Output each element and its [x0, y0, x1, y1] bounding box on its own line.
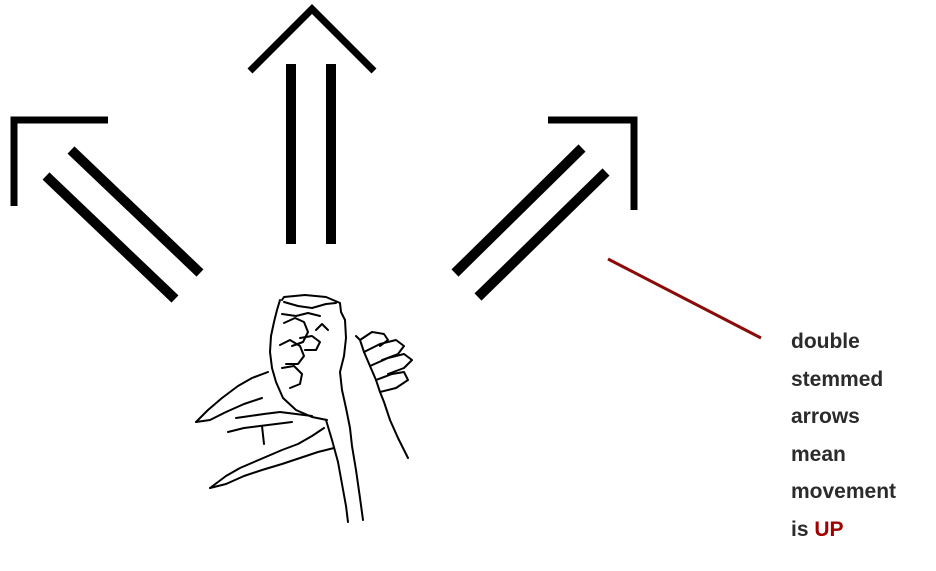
double-stemmed-arrow-up-icon: [250, 9, 374, 244]
caption-line-6: is UP: [791, 511, 936, 549]
caption-line-1: double: [791, 323, 936, 361]
caption-line-4: mean: [791, 436, 936, 474]
caption-highlight-up: UP: [814, 518, 843, 541]
caption-line-5: movement: [791, 473, 936, 511]
caption-line-3: arrows: [791, 398, 936, 436]
pointer-line: [608, 259, 761, 338]
double-stemmed-arrow-up-right-icon: [455, 120, 634, 297]
double-stemmed-arrow-up-left-icon: [14, 120, 200, 299]
caption-line-2: stemmed: [791, 361, 936, 399]
caption-text: double stemmed arrows mean movement is U…: [791, 323, 936, 548]
hand-illustration: [196, 295, 412, 522]
caption-prefix: is: [791, 518, 814, 541]
